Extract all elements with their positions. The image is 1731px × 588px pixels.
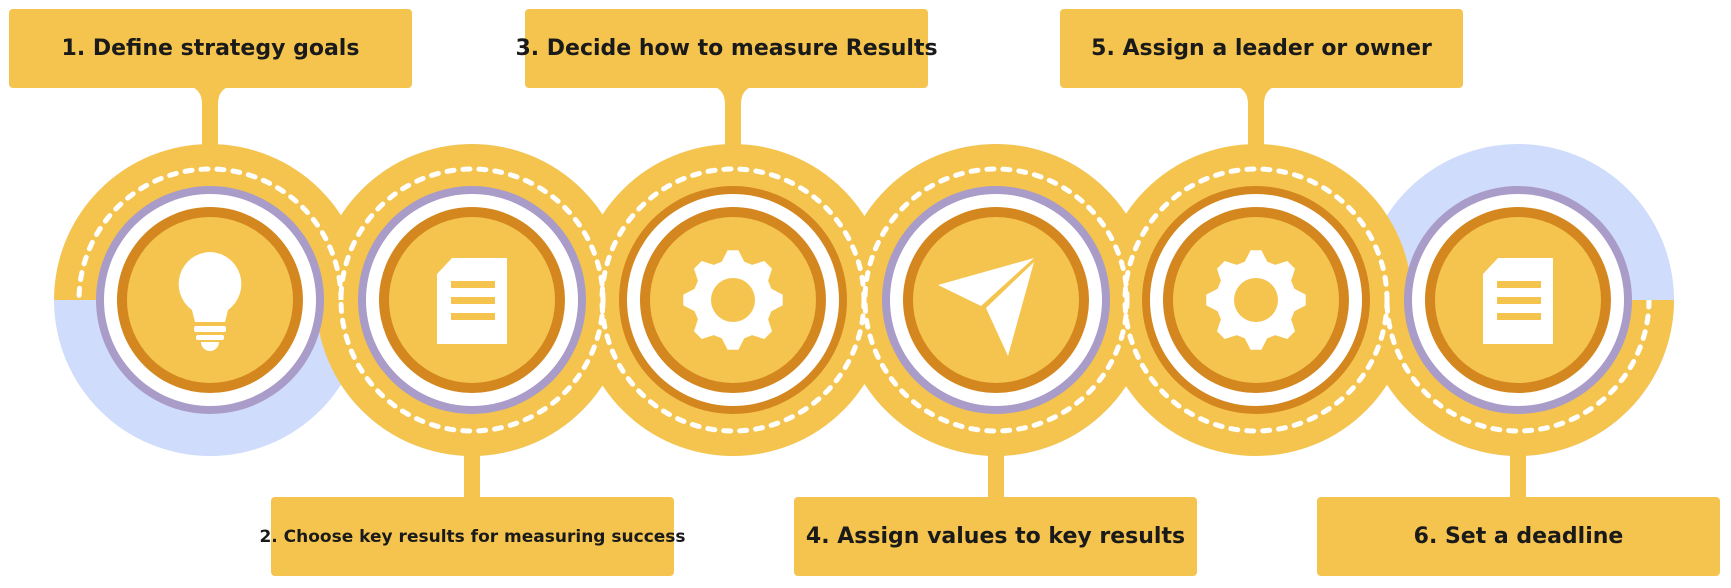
step-1-label: 1. Define strategy goals xyxy=(9,9,412,88)
step-5-dashed-ring xyxy=(1122,166,1390,434)
step-5-label: 5. Assign a leader or owner xyxy=(1060,9,1463,88)
step-6-dashed-ring xyxy=(1384,300,1652,434)
step-3-dashed-ring xyxy=(599,166,867,434)
step-6-label: 6. Set a deadline xyxy=(1317,497,1720,576)
gear-icon xyxy=(1206,250,1306,350)
step-1-dashed-ring xyxy=(76,166,344,300)
lightbulb-icon xyxy=(178,252,242,351)
document-icon xyxy=(1483,258,1553,344)
gear-icon xyxy=(683,250,783,350)
step-4-label: 4. Assign values to key results xyxy=(794,497,1197,576)
step-1-node xyxy=(96,186,324,414)
paper-plane-icon xyxy=(938,258,1034,356)
step-2-dashed-ring xyxy=(338,166,606,434)
step-5-node xyxy=(1142,186,1370,414)
step-3-node xyxy=(619,186,847,414)
step-2-node xyxy=(358,186,586,414)
document-icon xyxy=(437,258,507,344)
step-3-label: 3. Decide how to measure Results xyxy=(515,9,938,88)
step-4-dashed-ring xyxy=(862,166,1130,434)
step-6-node xyxy=(1404,186,1632,414)
step-4-node xyxy=(882,186,1110,414)
step-2-label: 2. Choose key results for measuring succ… xyxy=(259,497,686,576)
